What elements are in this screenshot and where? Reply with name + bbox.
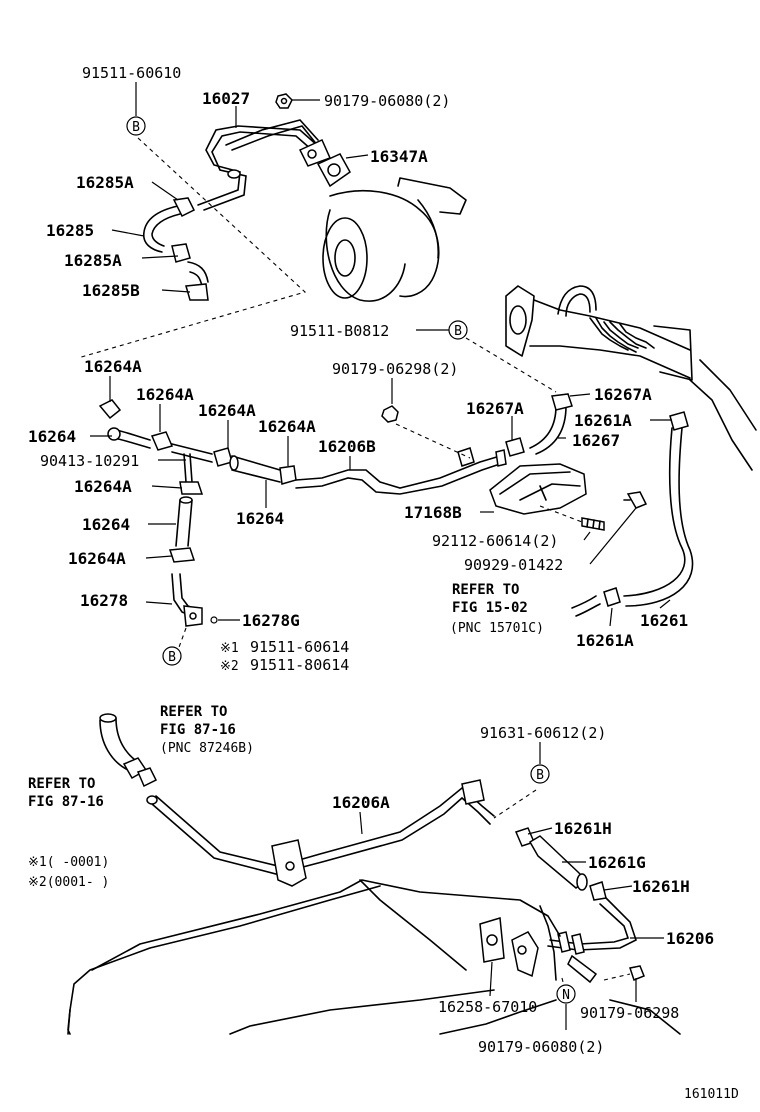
label-16285: 16285: [46, 221, 94, 240]
refer-87-16a-line2: FIG 87-16: [160, 722, 236, 738]
label-16347a: 16347A: [370, 147, 428, 166]
callout-b-bot: B: [530, 764, 550, 784]
callout-b-top: B: [126, 116, 146, 136]
label-90929-01422: 90929-01422: [464, 556, 563, 574]
label-90413-10291: 90413-10291: [40, 452, 139, 470]
hoses-16264-group: [98, 399, 297, 563]
note2-mark: ※2: [220, 659, 239, 674]
label-16264a-1: 16264A: [84, 357, 142, 376]
label-91511-b0812: 91511-B0812: [290, 322, 389, 340]
label-90179-06298-2: 90179-06298(2): [332, 360, 458, 378]
label-16267a-2: 16267A: [466, 399, 524, 418]
hose-ref-87246b: [99, 713, 158, 788]
pipe-16027: [197, 119, 332, 211]
label-16206: 16206: [666, 929, 714, 948]
leader-lines: [90, 82, 672, 1030]
nut-90179-06298-mid: [381, 405, 399, 423]
callout-b-low: B: [162, 646, 182, 666]
label-16264a-2: 16264A: [136, 385, 194, 404]
note2-part: 91511-80614: [250, 656, 349, 674]
date-note2: ※2(0001- ): [28, 875, 109, 890]
refer-87-16a-line1: REFER TO: [160, 704, 227, 720]
label-16261g: 16261G: [588, 853, 646, 872]
gasket-16258-67010: [479, 917, 505, 963]
svg-text:B: B: [536, 768, 544, 783]
pipe-16206a: [146, 779, 495, 887]
hose-16267: [505, 393, 573, 457]
label-16278: 16278: [80, 591, 128, 610]
date-note1: ※1( -0001): [28, 855, 109, 870]
label-16206b: 16206B: [318, 437, 376, 456]
nut-90179-06080-top: [275, 93, 293, 109]
label-16285a-1: 16285A: [76, 173, 134, 192]
gasket-16347a: [316, 153, 351, 188]
hose-16285: [142, 197, 209, 301]
clip-90929-01422: [623, 491, 648, 509]
svg-text:B: B: [168, 650, 176, 665]
callout-b-mid: B: [448, 320, 468, 340]
label-16267a-1: 16267A: [594, 385, 652, 404]
label-16285b: 16285B: [82, 281, 140, 300]
refer-87-16b-line2: FIG 87-16: [28, 794, 104, 810]
label-16261h-1: 16261H: [554, 819, 612, 838]
svg-text:N: N: [562, 988, 570, 1003]
svg-text:B: B: [454, 324, 462, 339]
label-90179-06080-top: 90179-06080(2): [324, 92, 450, 110]
label-16264a-4: 16264A: [258, 417, 316, 436]
label-16261: 16261: [640, 611, 688, 630]
figure-code: 161011D: [684, 1087, 739, 1102]
callout-n: N: [556, 984, 576, 1004]
air-intake-pipe: [505, 285, 757, 471]
hoses-16261g-h: [514, 827, 607, 901]
label-16278g: 16278G: [242, 611, 300, 630]
label-16258-67010: 16258-67010: [438, 998, 537, 1016]
turbocharger: [322, 177, 467, 302]
vsv-bracket-17168b: [489, 463, 587, 515]
refer-15-02-line1: REFER TO: [452, 582, 519, 598]
refer-87-16b-line1: REFER TO: [28, 776, 95, 792]
svg-text:B: B: [132, 120, 140, 135]
note1-part: 91511-60614: [250, 638, 349, 656]
label-17168b: 17168B: [404, 503, 462, 522]
label-92112-60614-2: 92112-60614(2): [432, 532, 558, 550]
note1-mark: ※1: [220, 641, 239, 656]
label-16285a-2: 16285A: [64, 251, 122, 270]
label-16264-3: 16264: [82, 515, 130, 534]
label-90179-06298: 90179-06298: [580, 1004, 679, 1022]
label-16264a-3: 16264A: [198, 401, 256, 420]
hose-16261-right: [603, 411, 694, 607]
label-16206a: 16206A: [332, 793, 390, 812]
label-16264a-6: 16264A: [68, 549, 126, 568]
label-16267: 16267: [572, 431, 620, 450]
label-91631-60612-2: 91631-60612(2): [480, 724, 606, 742]
pipe-16278: [171, 573, 218, 651]
refer-15-02-line2: FIG 15-02: [452, 600, 528, 616]
label-16264-1: 16264: [28, 427, 76, 446]
pipe-16206b: [295, 447, 507, 495]
label-90179-06080-bot: 90179-06080(2): [478, 1038, 604, 1056]
label-16264-2: 16264: [236, 509, 284, 528]
refer-15-02-line3: (PNC 15701C): [450, 621, 544, 636]
label-16027: 16027: [202, 89, 250, 108]
hose-ref-15701c: [571, 595, 601, 617]
pipe-16206: [511, 897, 645, 984]
label-16261a-1: 16261A: [574, 411, 632, 430]
label-16261h-2: 16261H: [632, 877, 690, 896]
bolt-92112-60614: [581, 517, 605, 531]
label-16264a-5: 16264A: [74, 477, 132, 496]
engine-body-outline: [67, 879, 681, 1035]
refer-87-16a-line3: (PNC 87246B): [160, 741, 254, 756]
label-16261a-2: 16261A: [576, 631, 634, 650]
label-91511-60610: 91511-60610: [82, 64, 181, 82]
